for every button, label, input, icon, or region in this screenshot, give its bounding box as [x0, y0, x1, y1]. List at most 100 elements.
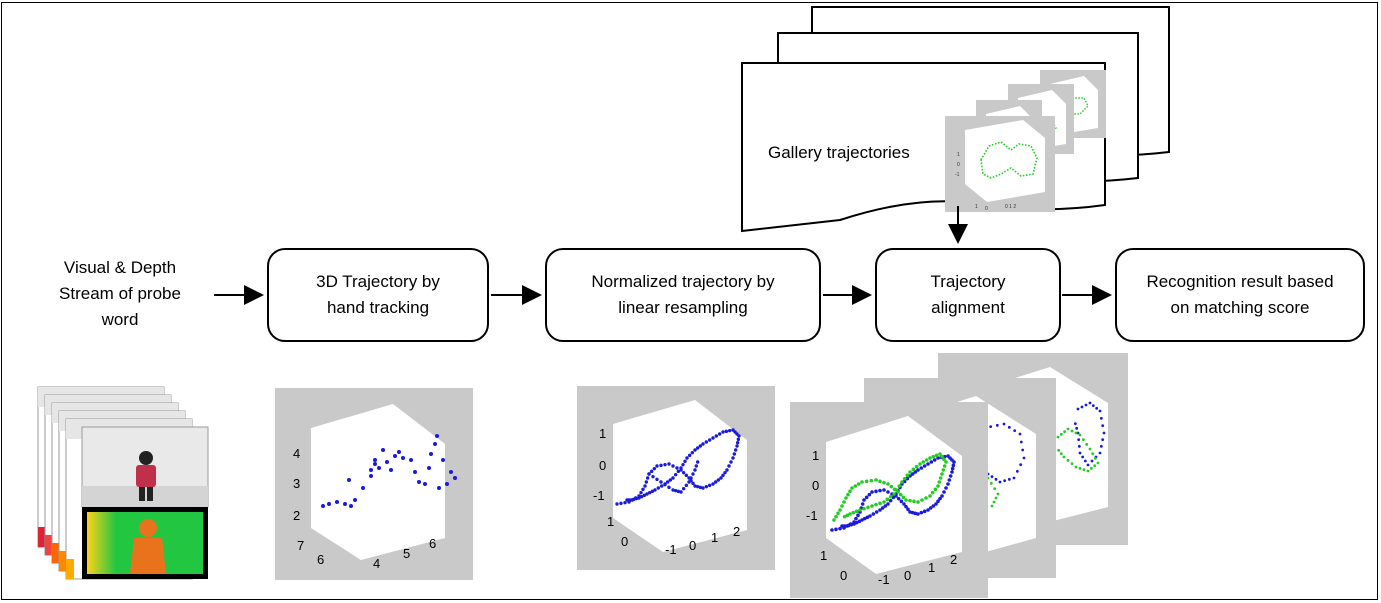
- trajectory-point: [1059, 452, 1063, 456]
- trajectory-point: [1062, 455, 1066, 459]
- input-label-line-3: word: [101, 310, 139, 329]
- trajectory-point: [1076, 431, 1080, 435]
- trajectory-point: [393, 454, 397, 458]
- trajectory-point: [717, 432, 722, 436]
- trajectory-point: [704, 484, 709, 489]
- trajectory-point: [727, 428, 732, 433]
- trajectory-point: [1002, 422, 1006, 426]
- trajectory-point: [665, 480, 670, 484]
- raw-x-tick-2: 5: [403, 546, 410, 561]
- trajectory-point: [878, 501, 882, 506]
- trajectory-point: [1091, 404, 1095, 408]
- trajectory-point: [926, 508, 930, 512]
- aligned-y-tick-2: 0: [840, 568, 847, 583]
- trajectory-point: [1093, 464, 1097, 468]
- trajectory-point: [888, 498, 893, 503]
- trajectory-point: [693, 484, 697, 488]
- step-2-line-1: Normalized trajectory by: [591, 272, 775, 291]
- trajectory-point: [733, 448, 738, 452]
- trajectory-point: [707, 438, 712, 442]
- svg-text:0: 0: [957, 162, 960, 168]
- normalized-trajectory-plot: 1 0 -1 1 0 -1 0 1 2: [577, 386, 775, 570]
- trajectory-point: [1063, 430, 1067, 434]
- raw-y-tick-2: 6: [317, 552, 324, 567]
- trajectory-point: [385, 460, 389, 464]
- norm-z-tick-3: -1: [593, 488, 605, 503]
- trajectory-point: [369, 474, 373, 478]
- trajectory-point: [413, 470, 417, 474]
- step-1-line-1: 3D Trajectory by: [316, 272, 440, 291]
- trajectory-point: [647, 490, 652, 495]
- trajectory-point: [882, 488, 886, 492]
- trajectory-point: [905, 476, 910, 481]
- trajectory-point: [659, 480, 663, 484]
- step-4-line-1: Recognition result based: [1146, 272, 1334, 291]
- trajectory-point: [919, 466, 924, 470]
- trajectory-point: [1007, 425, 1011, 429]
- trajectory-point: [854, 520, 859, 525]
- trajectory-point: [377, 466, 381, 470]
- trajectory-point: [874, 489, 878, 494]
- trajectory-point: [656, 486, 661, 490]
- step-4-line-2: on matching score: [1170, 298, 1310, 317]
- trajectory-point: [695, 484, 700, 489]
- trajectory-point: [373, 462, 377, 466]
- trajectory-point: [615, 502, 619, 506]
- raw-y-tick-1: 7: [297, 538, 304, 553]
- trajectory-point: [938, 452, 942, 456]
- trajectory-point: [690, 450, 695, 455]
- trajectory-point: [335, 500, 339, 504]
- trajectory-point: [1093, 456, 1097, 460]
- trajectory-point: [878, 508, 882, 512]
- trajectory-point: [673, 488, 678, 493]
- trajectory-point: [844, 496, 848, 500]
- trajectory-point: [864, 479, 869, 484]
- trajectory-point: [1018, 432, 1022, 436]
- trajectory-point: [701, 442, 705, 446]
- trajectory-point: [1059, 432, 1063, 436]
- norm-y-tick-1: 1: [607, 514, 614, 529]
- trajectory-point: [866, 505, 870, 510]
- trajectory-point: [856, 513, 860, 518]
- trajectory-point: [886, 482, 890, 486]
- trajectory-point: [940, 454, 944, 459]
- trajectory-point: [681, 462, 685, 467]
- trajectory-point: [870, 490, 874, 494]
- trajectory-point: [429, 452, 433, 456]
- trajectory-point: [643, 484, 647, 488]
- trajectory-point: [327, 502, 331, 506]
- trajectory-point: [848, 512, 852, 516]
- trajectory-point: [423, 482, 427, 486]
- trajectory-point: [944, 486, 948, 490]
- trajectory-point: [834, 514, 838, 519]
- step-3-line-1: Trajectory: [930, 272, 1006, 291]
- trajectory-point: [659, 484, 664, 488]
- trajectory-point: [900, 480, 904, 484]
- trajectory-point: [854, 516, 858, 521]
- trajectory-point: [721, 473, 725, 478]
- trajectory-point: [1086, 463, 1090, 467]
- trajectory-point: [904, 504, 908, 509]
- trajectory-point: [898, 492, 903, 497]
- trajectory-point: [947, 478, 952, 482]
- aligned-x-tick-3: 1: [928, 560, 935, 575]
- trajectory-point: [625, 498, 629, 502]
- trajectory-point: [644, 480, 649, 484]
- trajectory-point: [948, 474, 953, 478]
- trajectory-point: [916, 500, 920, 504]
- trajectory-point: [922, 509, 927, 514]
- trajectory-point: [687, 453, 692, 458]
- trajectory-point: [906, 507, 910, 512]
- trajectory-point: [433, 442, 437, 446]
- trajectory-point: [851, 510, 856, 515]
- trajectory-point: [989, 425, 993, 429]
- trajectory-point: [1099, 444, 1103, 448]
- trajectory-point: [683, 459, 687, 464]
- front-frame: [81, 426, 209, 579]
- trajectory-point: [1101, 438, 1105, 442]
- trajectory-point: [836, 511, 840, 516]
- trajectory-point: [862, 506, 866, 511]
- trajectory-point: [1056, 435, 1060, 439]
- trajectory-point: [860, 502, 865, 506]
